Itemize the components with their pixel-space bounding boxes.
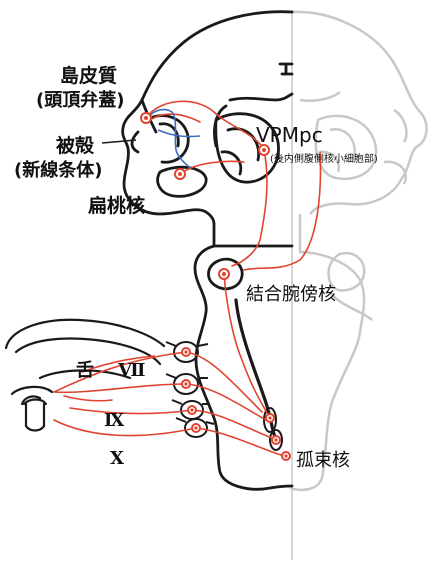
- putamen-sublabel: (新線条体): [14, 159, 102, 181]
- vpmpc-sublabel: (後内側腹側核小細胞部): [270, 152, 378, 165]
- solitary-nucleus-shape: [263, 407, 283, 451]
- vpmpc-label: VPMpc: [256, 123, 323, 147]
- blue-pathway: [145, 108, 201, 169]
- nerve-x-label: Ⅹ: [110, 448, 124, 469]
- parabrachial-nucleus: [218, 268, 230, 280]
- solitary-dot-1: [265, 413, 275, 423]
- head-tongue-outline: [4, 318, 166, 432]
- tongue-label: 舌: [76, 359, 94, 381]
- ghost-right-half: [289, 10, 428, 560]
- nerve-vii-label: Ⅶ: [117, 360, 145, 381]
- ganglion-x-dot: [191, 423, 201, 433]
- ganglion-vii-b-dot: [181, 379, 191, 389]
- amygdala-label: 扁桃核: [88, 194, 145, 217]
- ganglia: [165, 341, 283, 451]
- insula-nucleus: [140, 112, 152, 124]
- nuclei-markers: [140, 112, 291, 461]
- solitary-dot-3: [281, 451, 291, 461]
- labels: 島皮質 (頭頂弁蓋) 被殻 (新線条体) 扁桃核 VPMpc (後内側腹側核小細…: [14, 64, 378, 471]
- insula-label: 島皮質: [60, 64, 117, 87]
- ganglion-x: [175, 417, 215, 438]
- nerve-ix-label: Ⅸ: [104, 410, 125, 431]
- solitary-label: 孤束核: [296, 450, 350, 471]
- ganglion-vii-dot: [181, 347, 191, 357]
- putamen-label: 被殻: [56, 134, 95, 157]
- putamen-leader-line: [101, 139, 137, 144]
- ganglion-ix-dot: [187, 405, 197, 415]
- parabrachial-label: 結合腕傍核: [246, 284, 336, 305]
- solitary-dot-2: [271, 435, 281, 445]
- insula-sublabel: (頭頂弁蓋): [36, 89, 124, 111]
- amygdala-nucleus: [174, 168, 186, 180]
- vpmpc-nucleus: [258, 144, 270, 156]
- ganglion-vii: [165, 341, 209, 363]
